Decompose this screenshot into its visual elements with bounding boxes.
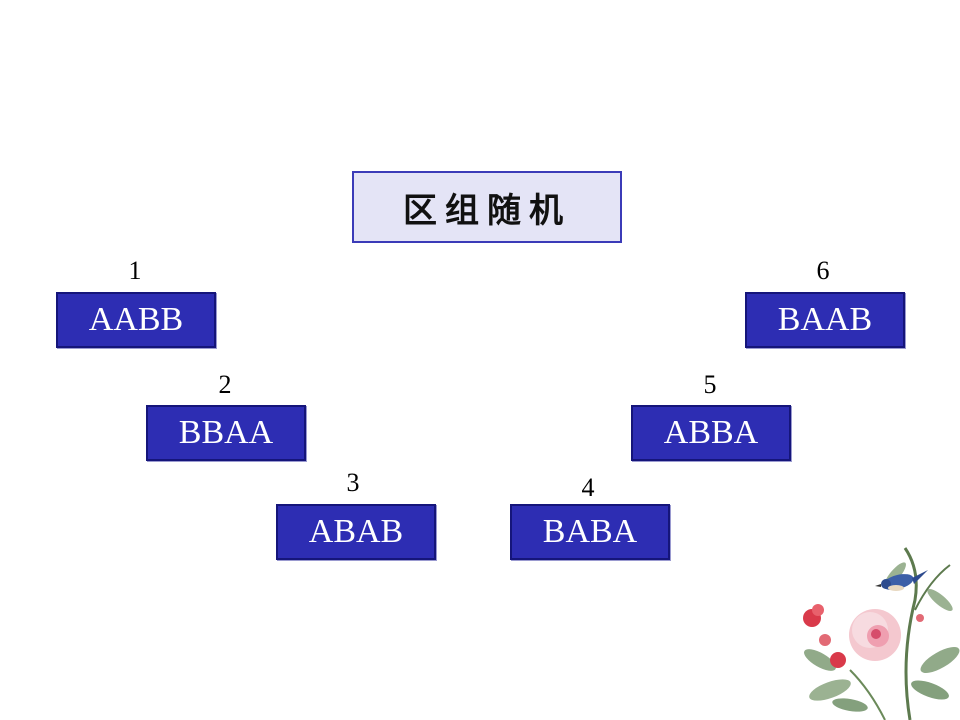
sequence-box-1: AABB [56,292,216,348]
sequence-number-2: 2 [218,370,232,399]
sequence-number-1: 1 [128,256,142,285]
sequence-box-4: BABA [510,504,670,560]
sequence-box-5: ABBA [631,405,791,461]
sequence-number-5: 5 [703,370,717,399]
sequence-box-2: BBAA [146,405,306,461]
diagram-title: 区组随机 [352,171,622,243]
sequence-number-6: 6 [816,256,830,285]
sequence-number-3: 3 [346,468,360,497]
flower-bird-icon [803,547,960,720]
sequence-box-3: ABAB [276,504,436,560]
sequence-number-4: 4 [581,473,595,502]
sequence-box-6: BAAB [745,292,905,348]
